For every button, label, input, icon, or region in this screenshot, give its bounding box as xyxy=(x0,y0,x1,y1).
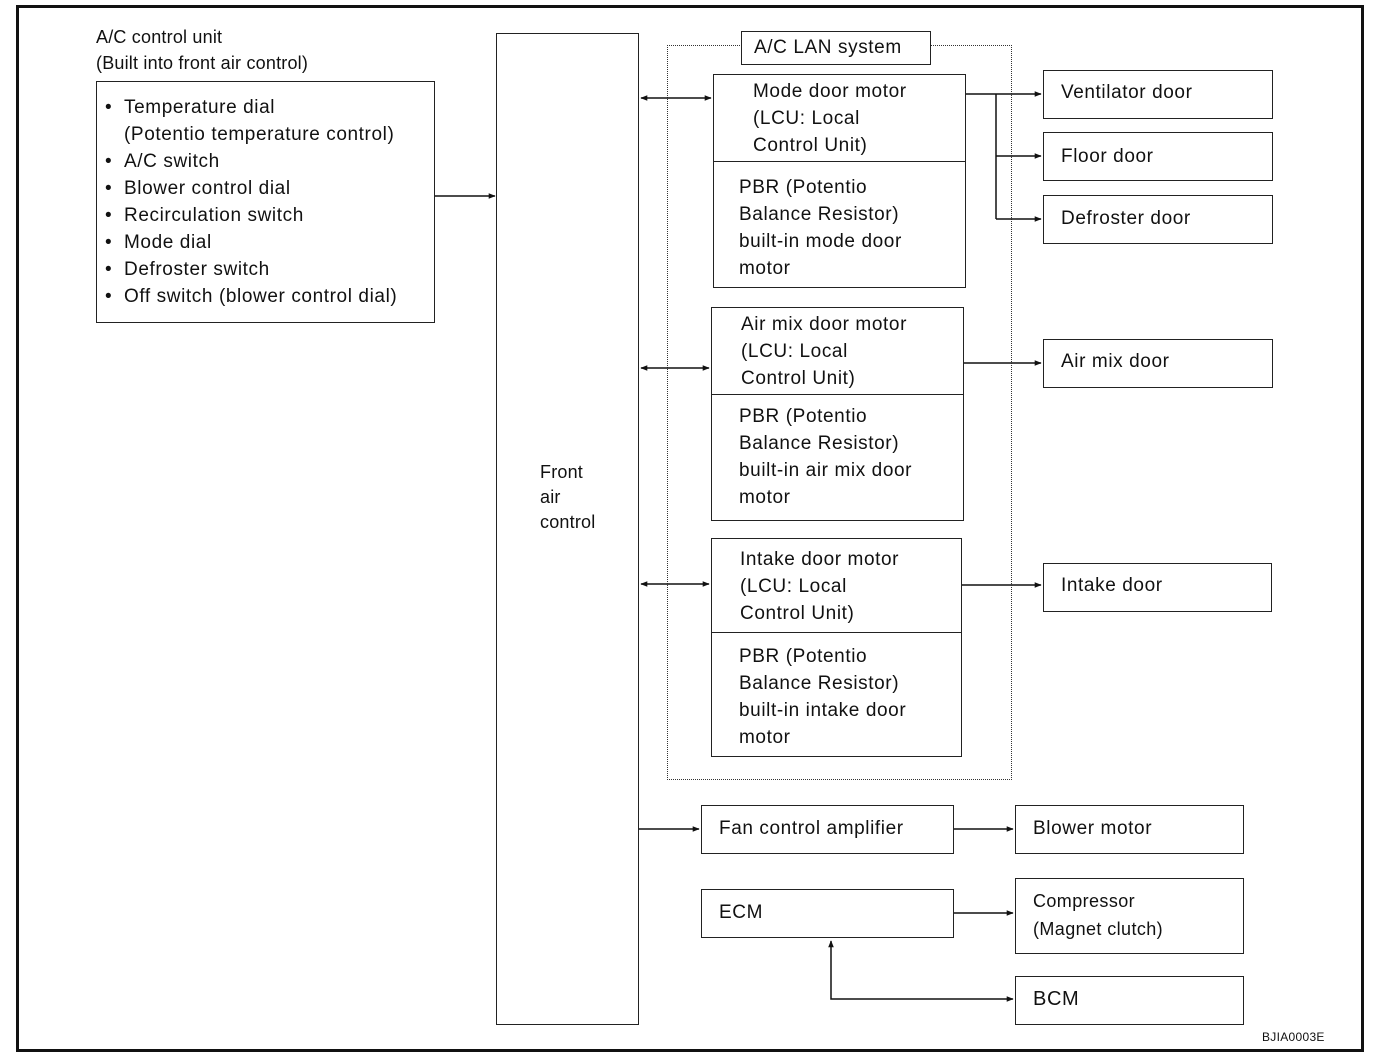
air-mix-door-label: Air mix door xyxy=(1061,351,1170,372)
input-item-off-switch: •Off switch (blower control dial) xyxy=(105,286,398,307)
mode-door-motor-box: Mode door motor (LCU: Local Control Unit… xyxy=(713,74,966,288)
compressor-box: Compressor (Magnet clutch) xyxy=(1015,878,1244,954)
fan-control-amplifier-box: Fan control amplifier xyxy=(701,805,954,854)
reference-code: BJIA0003E xyxy=(1262,1030,1325,1044)
air-mix-door-box: Air mix door xyxy=(1043,339,1273,388)
defroster-door-label: Defroster door xyxy=(1061,208,1191,229)
input-item-blower-control-dial: •Blower control dial xyxy=(105,178,291,199)
air-mix-door-motor-box: Air mix door motor (LCU: Local Control U… xyxy=(711,307,964,521)
ac-unit-title: A/C control unit (Built into front air c… xyxy=(96,27,309,73)
blower-motor-label: Blower motor xyxy=(1033,818,1153,839)
ventilator-door-label: Ventilator door xyxy=(1061,82,1193,103)
floor-door-box: Floor door xyxy=(1043,132,1273,181)
intake-door-label: Intake door xyxy=(1061,575,1163,596)
intake-door-motor-box: Intake door motor (LCU: Local Control Un… xyxy=(711,538,962,757)
ecm-label: ECM xyxy=(719,902,764,923)
ac-unit-box: •Temperature dial (Potentio temperature … xyxy=(96,81,435,323)
mode-door-motor-divider xyxy=(714,161,965,162)
compressor-label: Compressor (Magnet clutch) xyxy=(1033,891,1164,939)
input-item-mode-dial: •Mode dial xyxy=(105,232,212,253)
front-air-control-box xyxy=(496,33,639,1025)
blower-motor-box: Blower motor xyxy=(1015,805,1244,854)
air-mix-door-motor-divider xyxy=(712,394,963,395)
fan-control-amplifier-label: Fan control amplifier xyxy=(719,818,904,839)
floor-door-label: Floor door xyxy=(1061,146,1154,167)
defroster-door-box: Defroster door xyxy=(1043,195,1273,244)
air-mix-door-motor-pbr-text: PBR (Potentio Balance Resistor) built-in… xyxy=(739,406,913,508)
air-mix-door-motor-lcu-text: Air mix door motor (LCU: Local Control U… xyxy=(741,314,908,389)
line-ecm-to-bcm xyxy=(828,940,1014,1002)
bcm-box: BCM xyxy=(1015,976,1244,1025)
input-item-ac-switch: •A/C switch xyxy=(105,151,220,172)
ac-unit-input-list: •Temperature dial (Potentio temperature … xyxy=(97,94,397,310)
input-item-defroster-switch: •Defroster switch xyxy=(105,259,270,280)
bcm-label: BCM xyxy=(1033,988,1080,1010)
input-item-temperature-dial: •Temperature dial (Potentio temperature … xyxy=(105,97,395,145)
ventilator-door-box: Ventilator door xyxy=(1043,70,1273,119)
ac-lan-system-label: A/C LAN system xyxy=(754,37,902,58)
front-air-control-label: Front air control xyxy=(540,462,596,532)
intake-door-motor-divider xyxy=(712,632,961,633)
intake-door-motor-pbr-text: PBR (Potentio Balance Resistor) built-in… xyxy=(739,646,907,748)
input-item-recirculation-switch: •Recirculation switch xyxy=(105,205,304,226)
ac-lan-system-label-box: A/C LAN system xyxy=(741,31,931,65)
diagram-frame xyxy=(16,5,1364,1052)
mode-door-motor-lcu-text: Mode door motor (LCU: Local Control Unit… xyxy=(753,81,907,156)
intake-door-box: Intake door xyxy=(1043,563,1272,612)
ecm-box: ECM xyxy=(701,889,954,938)
mode-door-motor-pbr-text: PBR (Potentio Balance Resistor) built-in… xyxy=(739,177,902,279)
intake-door-motor-lcu-text: Intake door motor (LCU: Local Control Un… xyxy=(740,549,900,624)
